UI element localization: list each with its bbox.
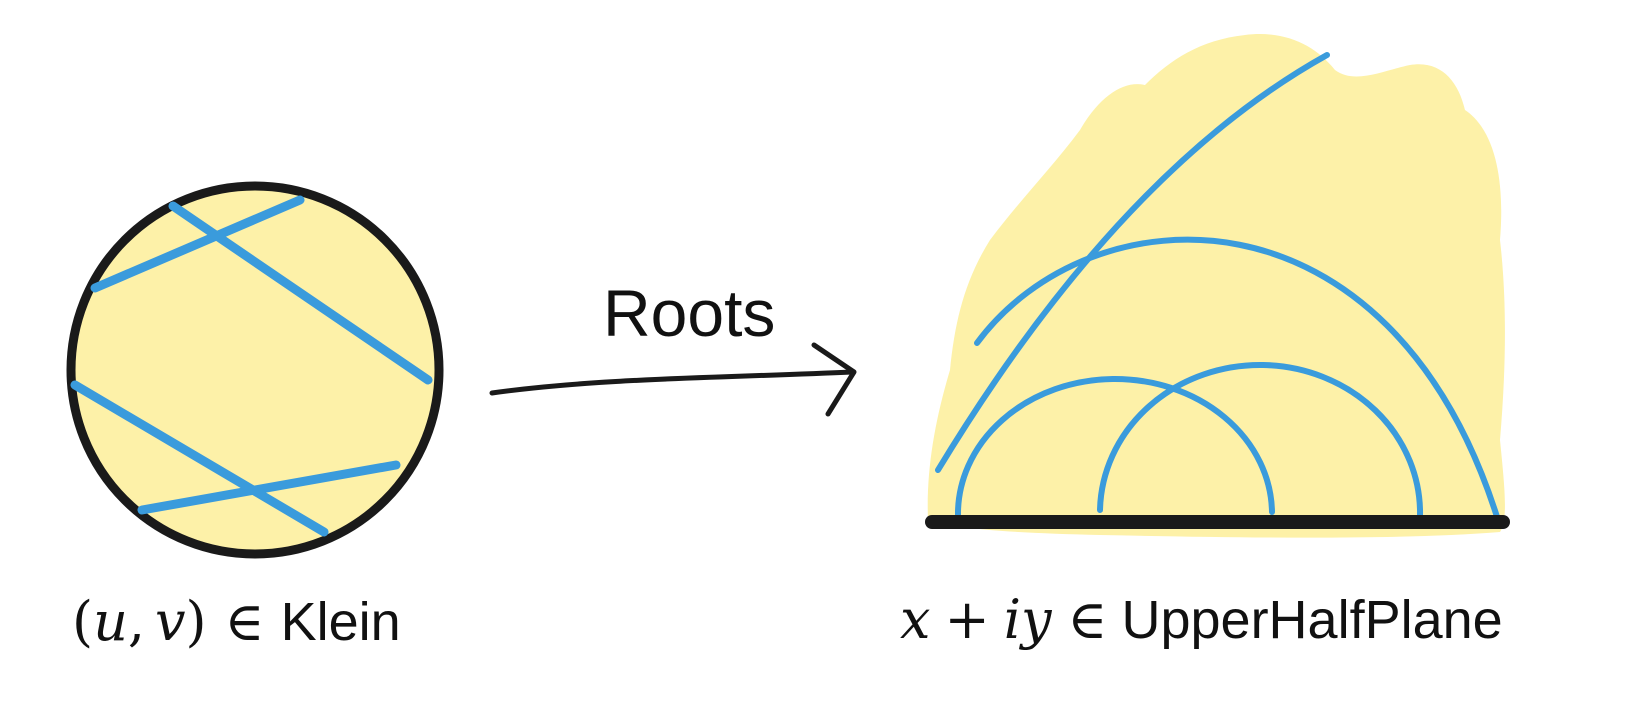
klein-disk	[66, 181, 444, 559]
geodesic-vertical-arc	[935, 52, 1330, 473]
caption-u: u	[93, 590, 128, 653]
caption-klein-name: Klein	[281, 592, 401, 652]
geodesic-large-semicircle	[974, 236, 1501, 523]
half-plane-geodesics	[935, 52, 1501, 523]
roots-arrow: Roots	[489, 276, 857, 417]
caption-iy: iy	[1004, 588, 1053, 651]
klein-chord	[90, 195, 305, 293]
caption-element-of: ∈	[225, 590, 265, 653]
caption-v: v	[155, 590, 186, 653]
klein-disk-fill	[66, 181, 444, 559]
klein-chord	[70, 380, 329, 537]
caption-x: x	[900, 588, 930, 651]
caption-plus: +	[944, 588, 989, 651]
upper-half-plane-caption: x+iy∈UpperHalfPlane	[900, 588, 1503, 651]
roots-label: Roots	[603, 276, 775, 350]
caption-element-of: ∈	[1068, 588, 1108, 651]
arrow-shaft	[489, 369, 855, 396]
klein-chords	[70, 195, 433, 537]
caption-uhp-name: UpperHalfPlane	[1121, 590, 1502, 650]
upper-half-plane-fill	[927, 34, 1505, 538]
klein-chord	[137, 460, 401, 515]
caption-close-paren: )	[186, 590, 207, 653]
caption-comma: ,	[128, 590, 145, 653]
caption-open-paren: (	[72, 590, 93, 653]
klein-caption: (u,v) ∈ Klein	[72, 590, 401, 653]
upper-half-plane	[925, 34, 1510, 538]
geodesic-right-semicircle	[1097, 362, 1424, 519]
geodesic-left-semicircle	[954, 376, 1275, 519]
arrow-head-icon	[811, 342, 857, 417]
